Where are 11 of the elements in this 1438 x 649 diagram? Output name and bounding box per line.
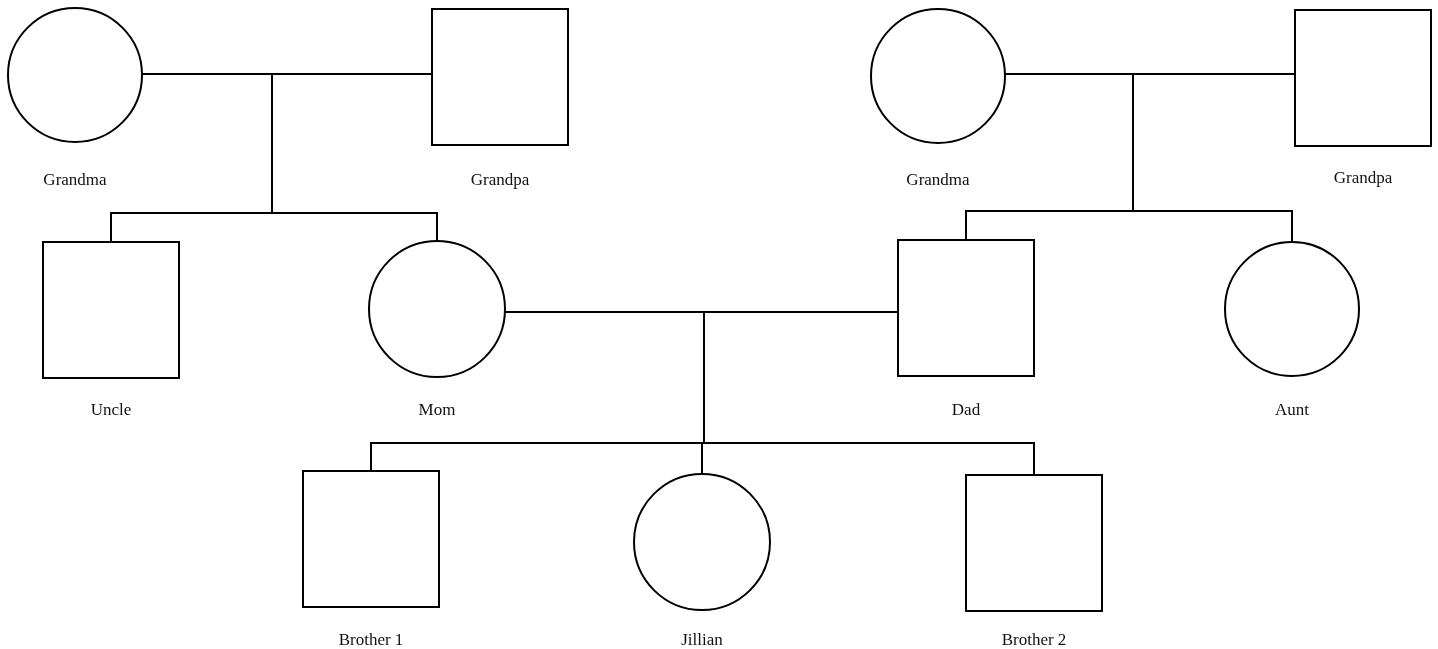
person-name: Brother 2 [1001, 630, 1067, 649]
person-name: Grandpa [470, 170, 530, 190]
person-name: Jillian [681, 630, 723, 649]
person-name: Grandpa [1333, 168, 1393, 188]
person-name: Brother 1 [338, 630, 404, 649]
person-name: Mom [418, 400, 456, 420]
person-name: Uncle [90, 400, 132, 420]
person-name: Aunt [1275, 400, 1309, 420]
person-name: Dad [951, 400, 981, 420]
person-name: Grandma [43, 170, 107, 190]
person-name: Grandma [906, 170, 970, 190]
